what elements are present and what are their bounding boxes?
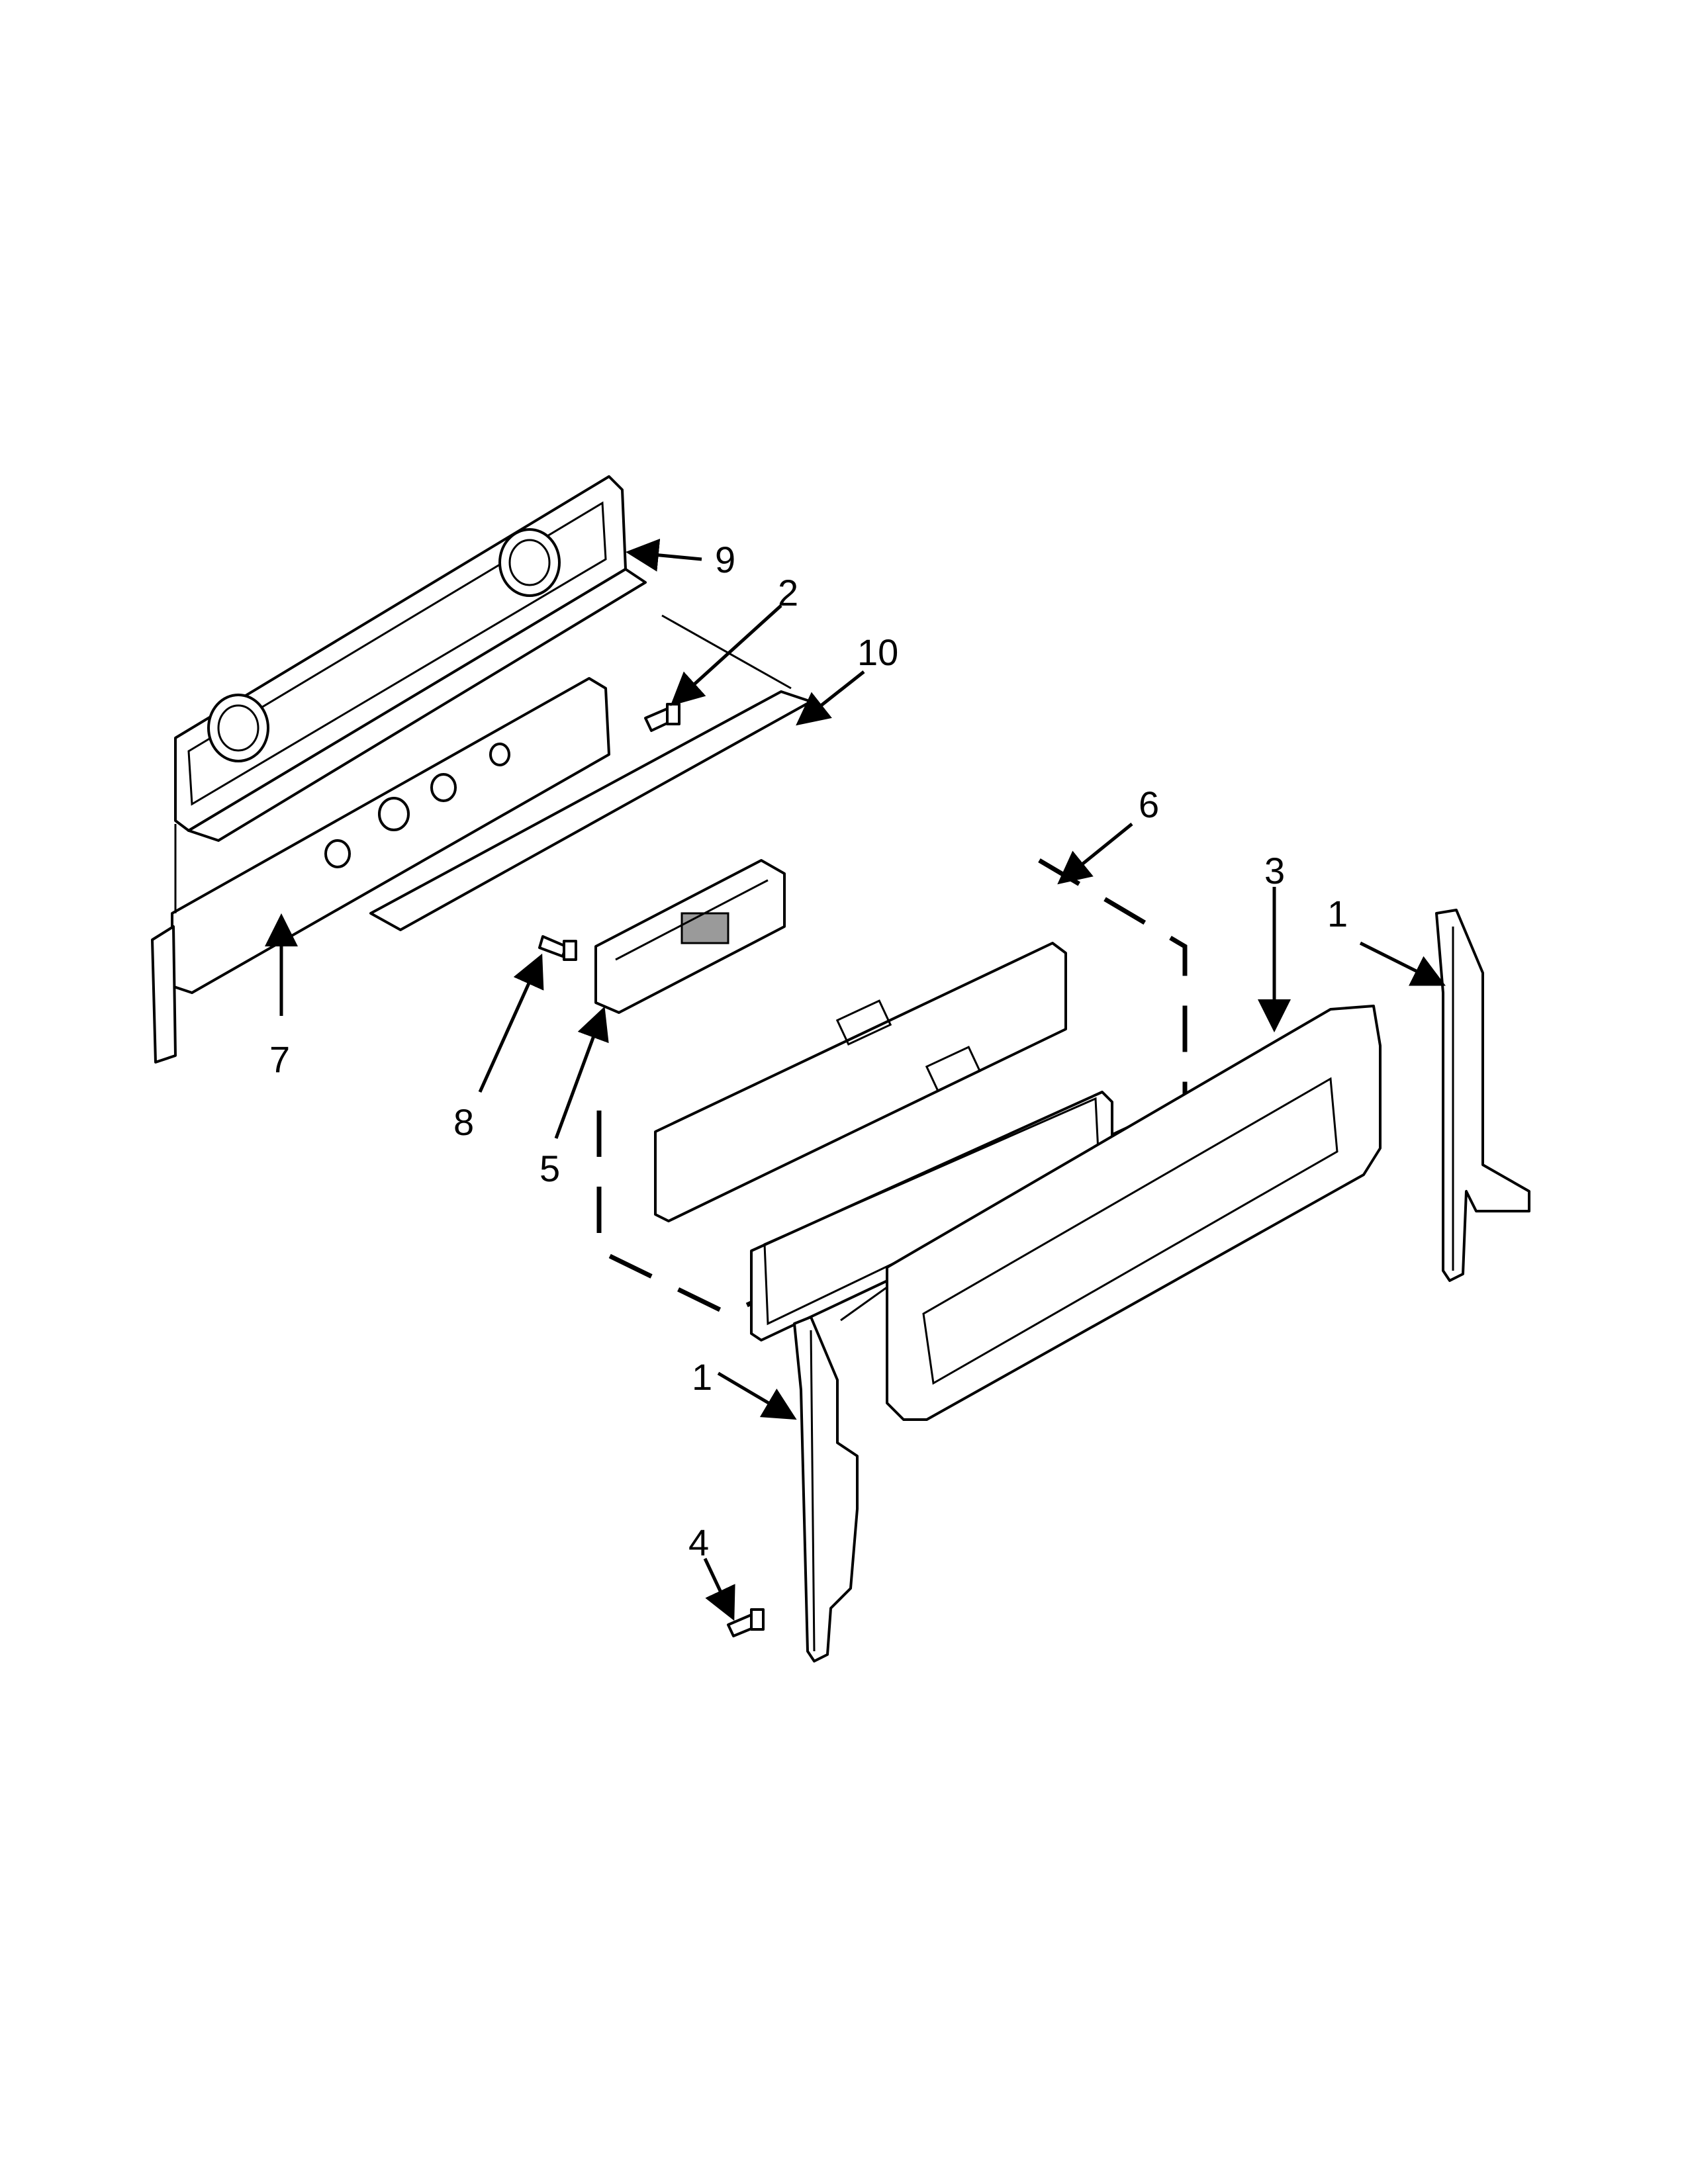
callout-10: 10	[857, 631, 898, 673]
callout-5: 5	[539, 1148, 560, 1189]
callout-8: 8	[453, 1101, 474, 1143]
part-4-screw	[727, 1608, 765, 1637]
callout-7: 7	[269, 1038, 290, 1080]
part-3-control-panel-frame	[886, 1005, 1382, 1421]
part-6-overlay-group	[596, 858, 1188, 1342]
callout-9: 9	[715, 539, 735, 580]
part-9-vent-panel	[174, 475, 647, 842]
part-8-screw	[538, 935, 577, 961]
part-2-screw	[644, 703, 680, 732]
callout-labels: 9 2 10 6 3 1 7 8 5 1 4	[269, 539, 1348, 1563]
callout-1-left: 1	[692, 1356, 712, 1398]
callout-6: 6	[1139, 784, 1159, 825]
callout-2: 2	[778, 572, 798, 614]
part-1-end-cap-left	[793, 1316, 859, 1662]
callout-3: 3	[1264, 850, 1285, 891]
part-1-end-cap-right	[1435, 909, 1530, 1282]
callout-4: 4	[688, 1522, 709, 1563]
leader-lines	[174, 538, 1446, 1621]
part-5-control-board	[594, 859, 786, 1014]
callout-1-right: 1	[1327, 893, 1348, 934]
